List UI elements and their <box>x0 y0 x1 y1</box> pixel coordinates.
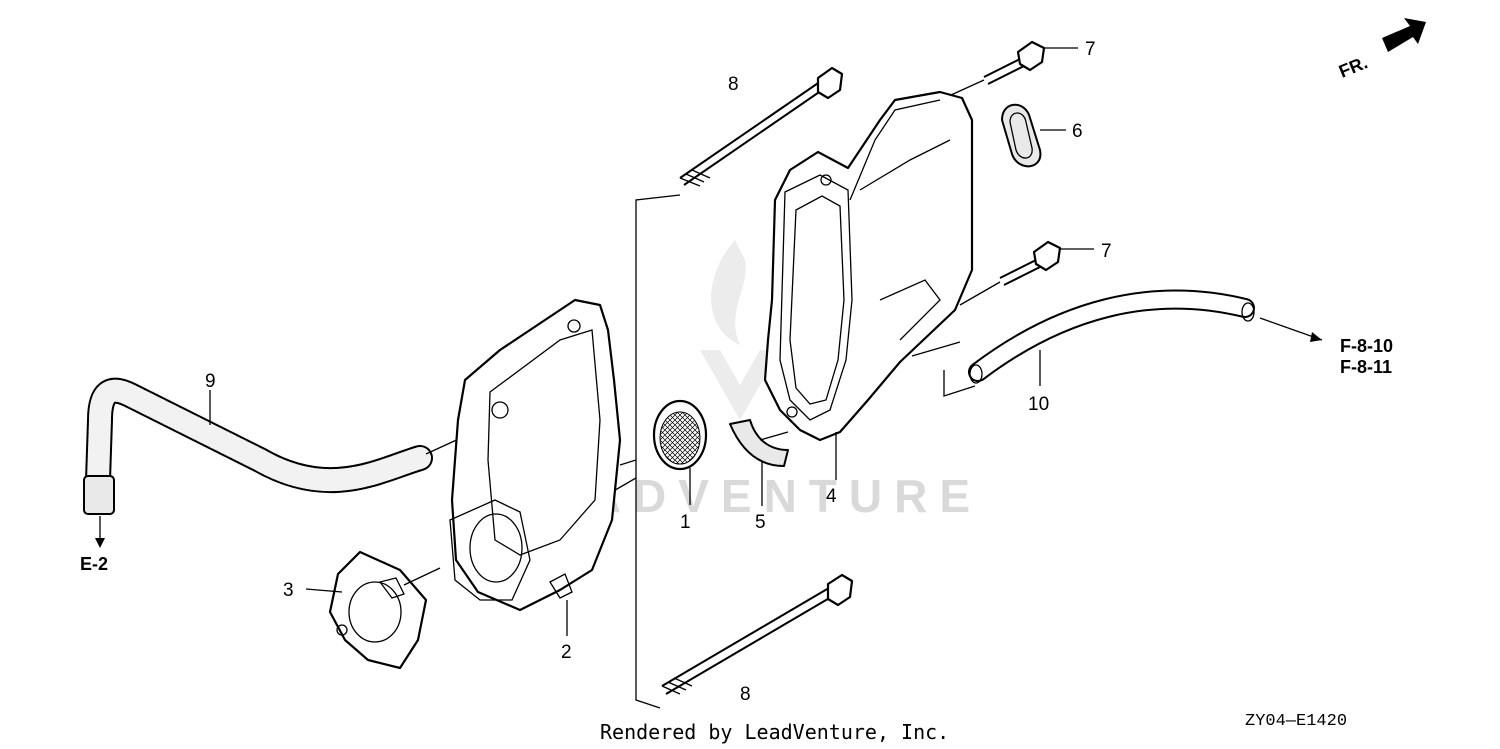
front-arrow-icon <box>1382 18 1426 52</box>
part-4-air-cleaner-cover <box>763 90 974 480</box>
callout-7a: 7 <box>1085 39 1096 60</box>
part-5-seal <box>729 419 789 506</box>
part-3-gasket <box>305 550 441 670</box>
callout-6: 6 <box>1072 121 1083 142</box>
callout-3: 3 <box>283 580 294 601</box>
diagram-code: ZY04—E1420 <box>1245 712 1347 731</box>
part-7-upper-bolt <box>939 40 1078 101</box>
callout-1: 1 <box>680 512 691 533</box>
part-7-lower-bolt <box>959 240 1094 306</box>
callout-4: 4 <box>826 486 837 507</box>
callout-2: 2 <box>561 642 572 663</box>
front-label: FR. <box>1336 52 1370 81</box>
callout-8b: 8 <box>740 684 751 705</box>
part-10-hose <box>911 289 1323 397</box>
part-6-grommet <box>1001 103 1066 168</box>
front-indicator: FR. <box>1336 18 1426 82</box>
part-9-breather-tube <box>83 377 501 548</box>
callout-7b: 7 <box>1101 241 1112 262</box>
ref-f810: F-8-10 <box>1340 336 1393 356</box>
part-2-air-cleaner-case <box>449 298 622 636</box>
callout-10: 10 <box>1028 394 1049 415</box>
ref-f811: F-8-11 <box>1340 357 1392 377</box>
bolt-bracket-line <box>635 194 681 709</box>
callout-8a: 8 <box>728 74 739 95</box>
part-8-lower-bolt <box>661 573 854 695</box>
part-1-screen <box>652 399 708 505</box>
ref-e2: E-2 <box>80 554 108 574</box>
callout-5: 5 <box>755 512 766 533</box>
part-8-upper-bolt <box>679 66 844 187</box>
callout-9: 9 <box>205 371 216 392</box>
credit-text: Rendered by LeadVenture, Inc. <box>600 720 949 744</box>
